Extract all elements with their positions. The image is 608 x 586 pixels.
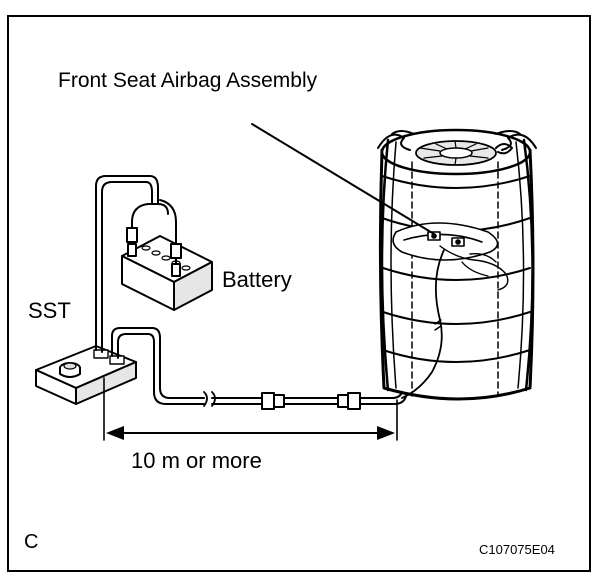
rope-knot-right xyxy=(495,130,537,151)
title-leader-line xyxy=(251,123,435,235)
wire-break-mark-inner xyxy=(434,319,442,331)
airbag-assembly-label: Front Seat Airbag Assembly xyxy=(58,69,318,92)
sst-device xyxy=(35,345,137,405)
tire-top-hub xyxy=(439,147,473,159)
tire-top-spokes xyxy=(419,140,489,166)
corner-letter: C xyxy=(24,531,39,553)
battery-terminal-negative xyxy=(127,243,137,257)
sst-battery-lead xyxy=(95,175,159,353)
battery-cables xyxy=(126,199,182,265)
battery-cable-positive xyxy=(159,199,177,265)
diagram-frame xyxy=(7,15,591,572)
tire-seam-3 xyxy=(382,267,531,281)
sst-airbag-lead xyxy=(111,327,407,410)
distance-label: 10 m or more xyxy=(131,448,262,473)
battery-cable-negative xyxy=(131,203,169,245)
tire-seam-4 xyxy=(382,311,531,325)
rope-knot-left xyxy=(377,130,415,151)
lead-connector-2 xyxy=(337,394,349,408)
airbag-wire-tangle xyxy=(439,245,509,291)
rope-knot-mid xyxy=(495,143,513,155)
sst-label: SST xyxy=(28,298,71,323)
lead-connector-1 xyxy=(261,392,275,410)
rope-right-inner xyxy=(515,141,525,389)
rope-left-inner xyxy=(390,141,397,389)
dimension-arrow-left xyxy=(106,426,124,440)
battery-label: Battery xyxy=(222,267,292,292)
figure-code: C107075E04 xyxy=(479,542,555,557)
rope-left xyxy=(380,138,390,392)
airbag-assembly xyxy=(392,222,509,291)
tire-seam-1 xyxy=(381,175,531,189)
battery-terminal-positive xyxy=(171,263,181,277)
rope-right xyxy=(522,138,534,392)
tire-stack xyxy=(377,128,537,401)
battery xyxy=(121,235,213,311)
dimension-arrow-right xyxy=(377,426,395,440)
distance-dimension xyxy=(103,377,398,441)
airbag-wire-internal xyxy=(401,249,445,399)
tire-seam-5 xyxy=(382,349,531,363)
